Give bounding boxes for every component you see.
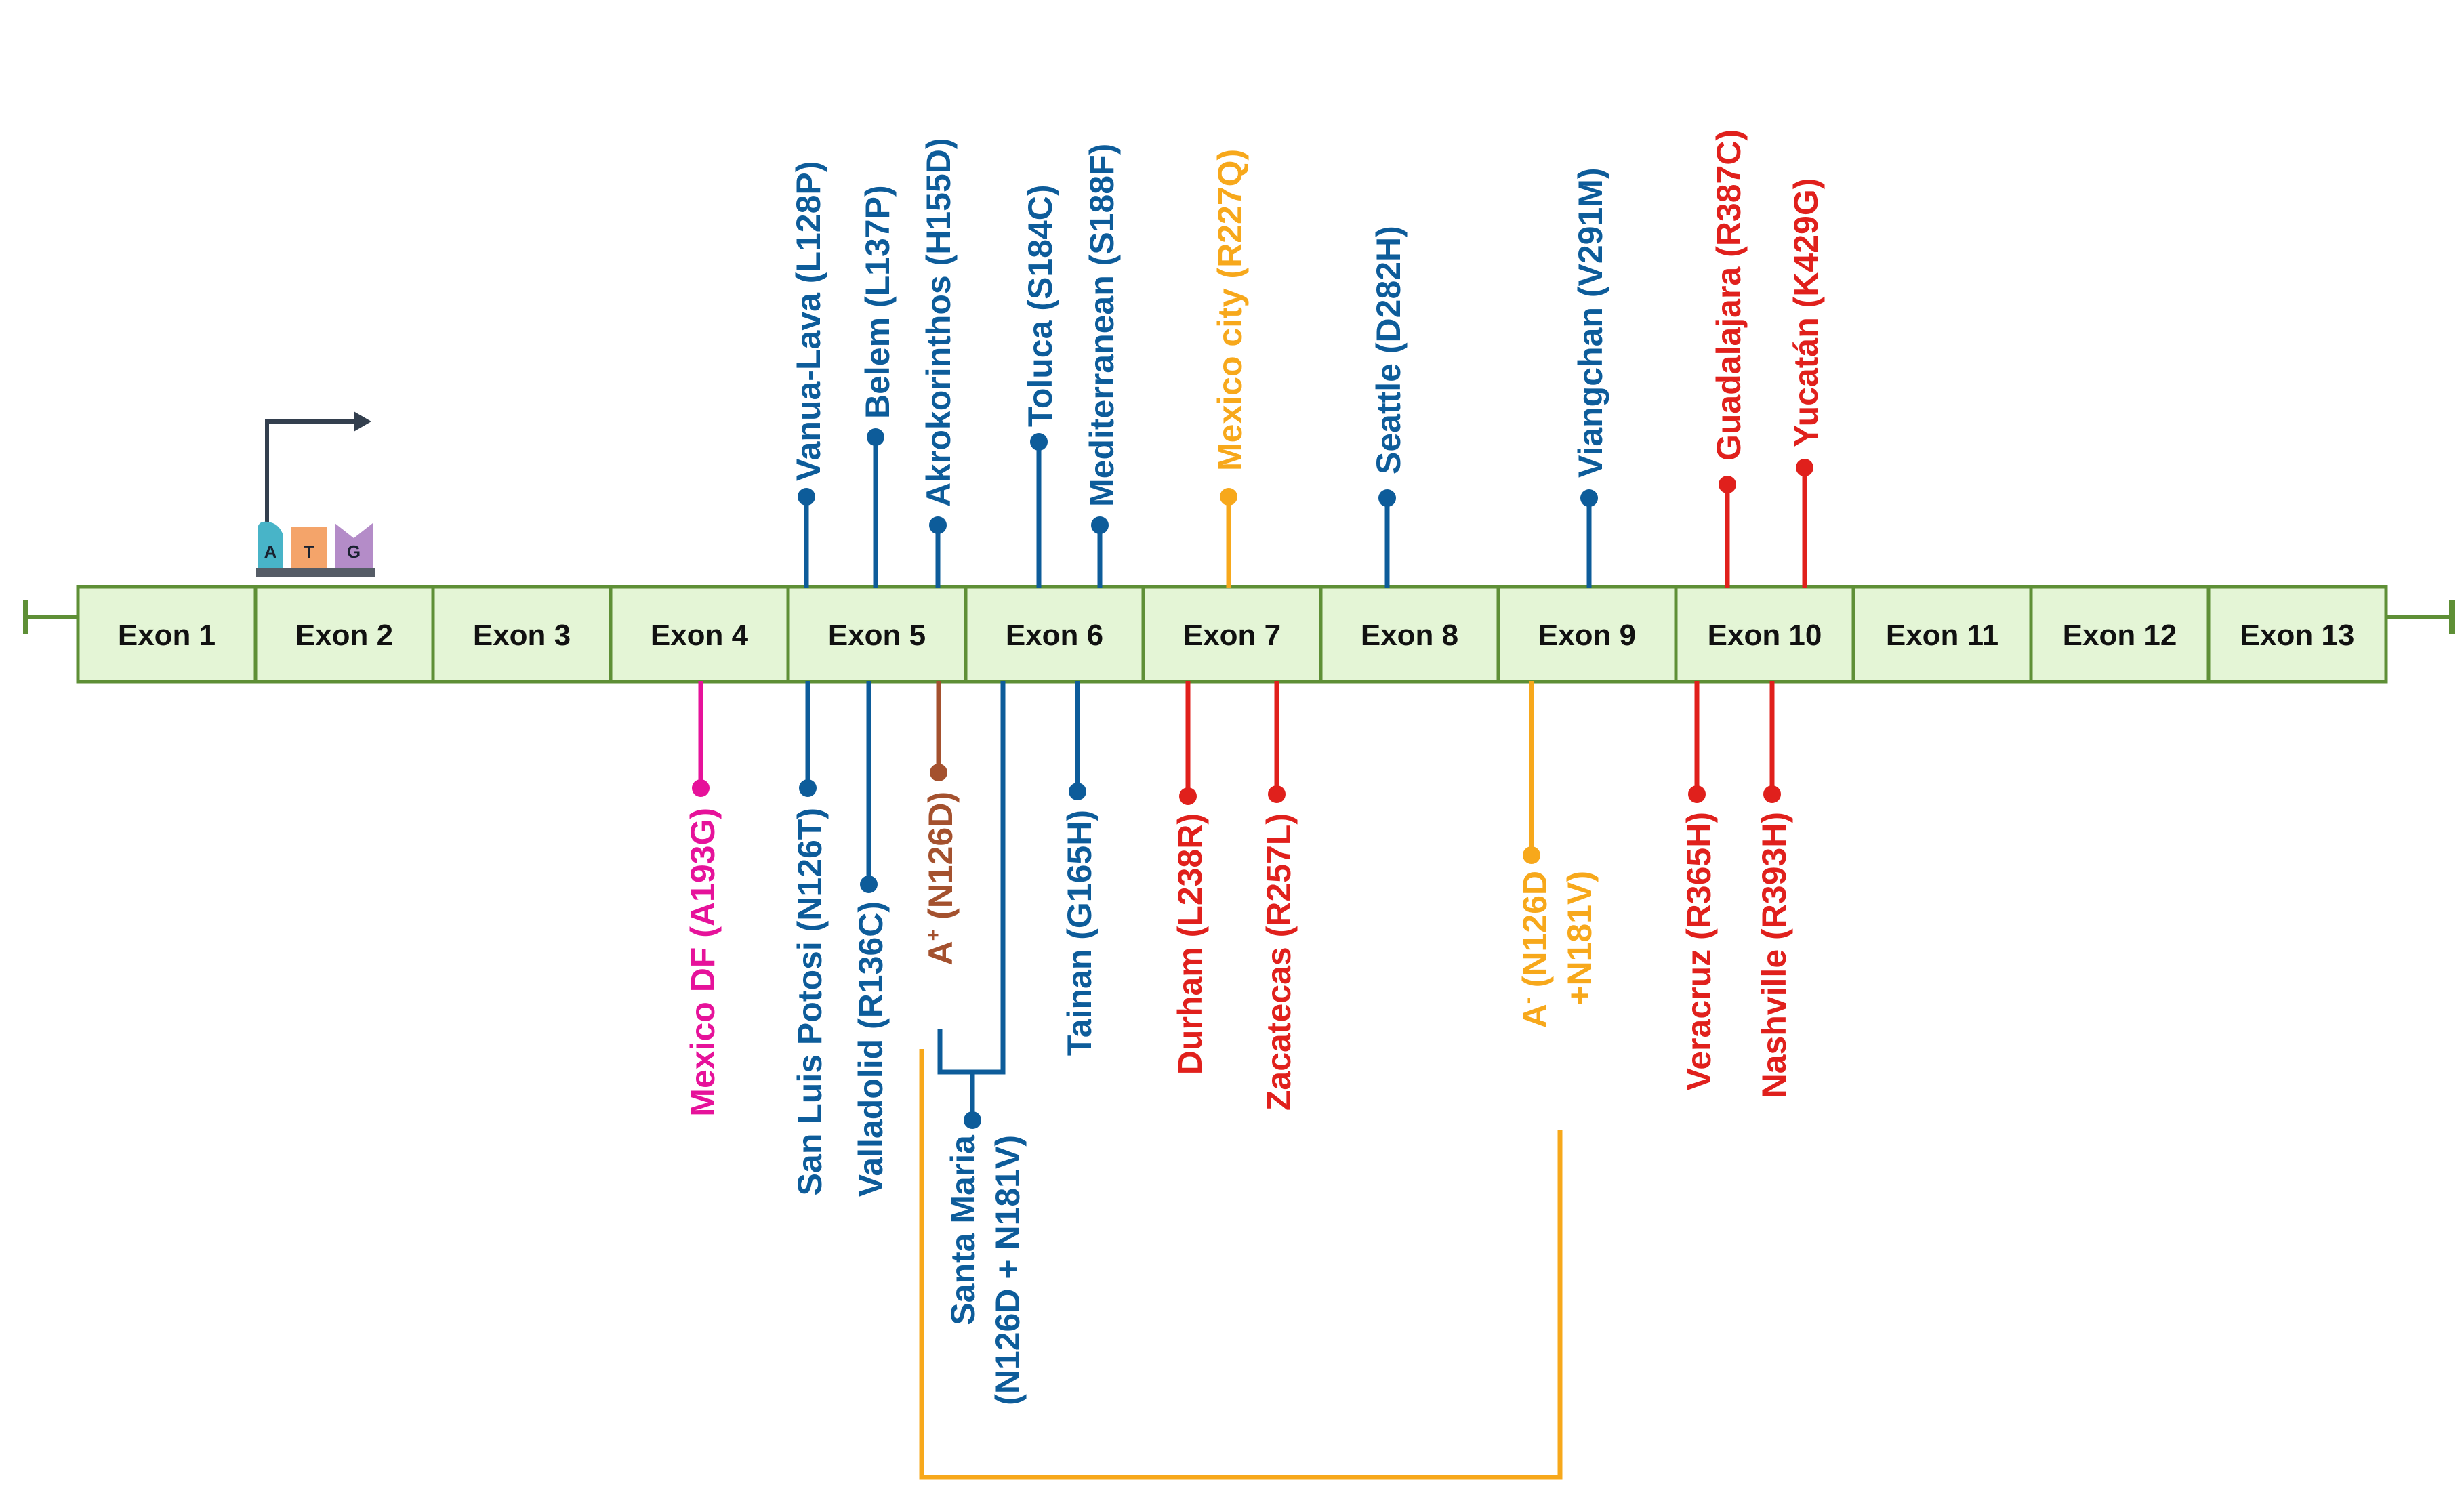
label-a-plus: A+ (N126D) xyxy=(922,791,960,966)
label-guadalajara: Guadalajara (R387C) xyxy=(1710,129,1748,461)
label-santa-maria-line1: Santa Maria xyxy=(944,1134,982,1325)
dot-guadalajara xyxy=(1719,476,1736,493)
dot-tainan xyxy=(1069,783,1086,800)
exon-box-9 xyxy=(1496,585,1678,684)
exon-label-2: Exon 2 xyxy=(295,619,393,652)
transcription-start-arrow xyxy=(265,419,358,525)
label-valladolid: Valladolid (R136C) xyxy=(852,901,890,1197)
exon-label-11: Exon 11 xyxy=(1886,619,1998,652)
codon-base-bar xyxy=(256,568,375,577)
label-toluca: Toluca (S184C) xyxy=(1021,184,1059,427)
label-veracruz: Veracruz (R365H) xyxy=(1680,812,1718,1090)
dot-san-luis-potosi xyxy=(799,779,817,797)
exon-label-7: Exon 7 xyxy=(1183,619,1281,652)
nucleotide-a-label: A xyxy=(264,541,277,562)
nucleotide-t-label: T xyxy=(304,541,314,562)
dot-a-minus xyxy=(1523,846,1540,864)
dot-seattle xyxy=(1378,489,1396,507)
dot-veracruz xyxy=(1688,785,1706,803)
label-seattle: Seattle (D282H) xyxy=(1370,226,1408,474)
nucleotide-g-label: G xyxy=(347,541,361,562)
dot-zacatecas xyxy=(1268,785,1286,803)
label-a-minus-line1: A- (N126D xyxy=(1516,871,1554,1028)
nucleotide-a-shape xyxy=(258,521,283,568)
dot-belem xyxy=(867,428,884,446)
label-akrokorinthos: Akrokorinthos (H155D) xyxy=(920,138,958,507)
nucleotide-t-shape xyxy=(291,527,327,568)
exon-label-8: Exon 8 xyxy=(1361,619,1458,652)
label-nashville: Nashville (R393H) xyxy=(1755,812,1793,1098)
dot-valladolid xyxy=(860,876,878,893)
dot-santa-maria xyxy=(964,1111,981,1129)
arrow-head-icon xyxy=(354,411,371,432)
label-a-minus-line2: +N181V) xyxy=(1561,871,1599,1006)
dot-toluca xyxy=(1030,433,1048,451)
exon-box-8 xyxy=(1319,585,1500,684)
label-durham: Durham (L238R) xyxy=(1171,813,1209,1075)
dot-mediterranean xyxy=(1091,516,1109,534)
exon-label-3: Exon 3 xyxy=(473,619,571,652)
dot-mexico-city xyxy=(1220,488,1237,506)
start-codon: A T G xyxy=(256,411,375,577)
label-mediterranean: Mediterranean (S188F) xyxy=(1083,144,1121,507)
label-viangchan: Viangchan (V291M) xyxy=(1572,167,1609,478)
label-san-luis-potosi: San Luis Potosi (N126T) xyxy=(791,808,829,1195)
exon-box-12 xyxy=(2029,585,2211,684)
exon-box-6 xyxy=(964,585,1145,684)
exon-label-13: Exon 13 xyxy=(2240,619,2355,652)
nucleotide-g-shape xyxy=(335,523,373,568)
label-zacatecas: Zacatecas (R257L) xyxy=(1260,813,1298,1111)
dot-a-plus xyxy=(930,764,947,781)
exon-track: Exon 1 Exon 2 Exon 3 Exon 4 Exon 5 Exon 6 Exon… xyxy=(76,585,2388,684)
exon-label-9: Exon 9 xyxy=(1538,619,1636,652)
variant-markers xyxy=(692,428,1813,1480)
label-mexico-city: Mexico city (R227Q) xyxy=(1211,149,1249,471)
label-vanua-lava: Vanua-Lava (L128P) xyxy=(789,161,827,481)
exon-box-11 xyxy=(1851,585,2033,684)
dot-mexico-df xyxy=(692,779,710,797)
label-yucatan: Yucatán (K429G) xyxy=(1787,178,1825,447)
exon-label-5: Exon 5 xyxy=(828,619,926,652)
exon-box-2 xyxy=(253,585,435,684)
dot-vanua-lava xyxy=(798,488,815,506)
label-santa-maria-line2: (N126D + N181V) xyxy=(989,1135,1027,1405)
labels-above: Vanua-Lava (L128P) Belem (L137P) Akrokor… xyxy=(789,129,1825,507)
exon-box-10 xyxy=(1674,585,1855,684)
label-mexico-df: Mexico DF (A193G) xyxy=(684,808,722,1117)
a-minus-bracket xyxy=(919,1049,1563,1480)
dot-yucatan xyxy=(1796,459,1813,476)
exon-box-3 xyxy=(431,585,613,684)
dot-akrokorinthos xyxy=(929,516,947,534)
exon-label-10: Exon 10 xyxy=(1708,619,1822,652)
exon-box-13 xyxy=(2206,585,2388,684)
label-tainan: Tainan (G165H) xyxy=(1061,810,1098,1056)
label-belem: Belem (L137P) xyxy=(859,185,897,419)
exon-label-4: Exon 4 xyxy=(651,619,749,652)
labels-below: Mexico DF (A193G) San Luis Potosi (N126T… xyxy=(684,791,1793,1405)
exon-label-6: Exon 6 xyxy=(1006,619,1103,652)
exon-label-12: Exon 12 xyxy=(2063,619,2177,652)
dot-nashville xyxy=(1763,785,1781,803)
dot-viangchan xyxy=(1580,489,1598,507)
dot-durham xyxy=(1179,787,1197,805)
exon-box-1 xyxy=(76,585,258,684)
exon-label-1: Exon 1 xyxy=(118,619,215,652)
